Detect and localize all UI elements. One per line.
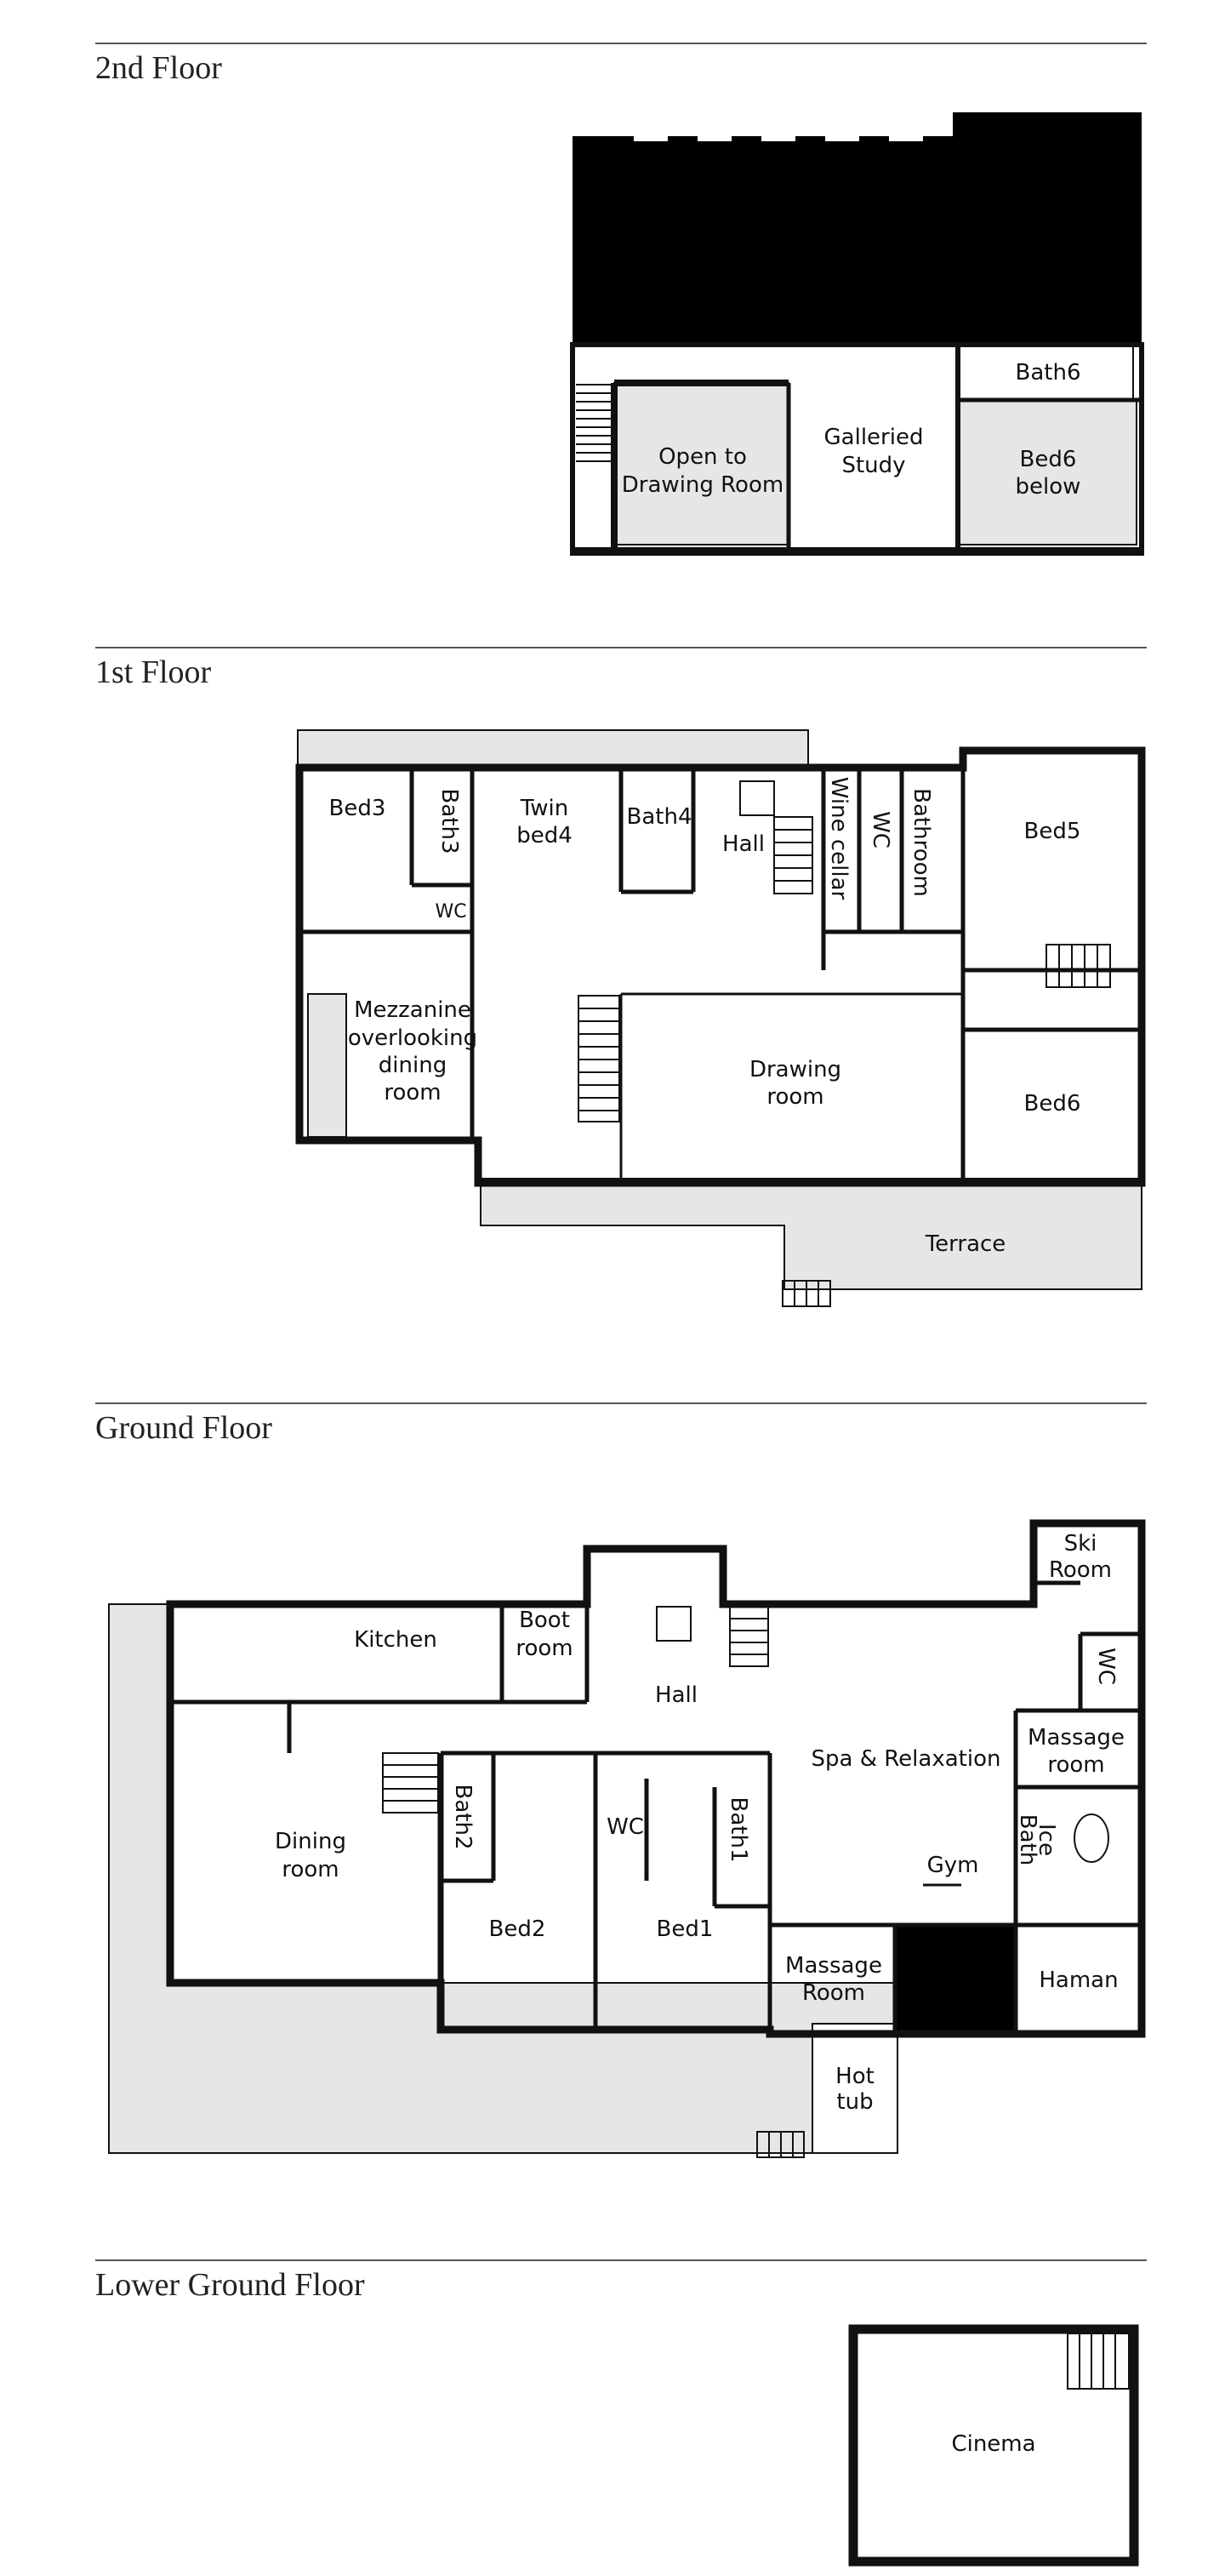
room-label-haman: Haman (1039, 1968, 1118, 1993)
room-label-bed2: Bed2 (489, 1916, 546, 1942)
room-label-bath3: Bath3 (436, 789, 462, 854)
mezzanine-void (307, 993, 347, 1138)
room-label-bed1: Bed1 (657, 1916, 714, 1942)
room-label-boot-line2: room (516, 1636, 573, 1661)
room-label-wc-ground-2: WC (607, 1814, 644, 1840)
divider-first-floor (95, 647, 1147, 648)
first-floor-plan: Bed3 Bath3 Twin bed4 Bath4 Hall Wine cel… (295, 729, 1146, 1307)
room-label-open-to-line1: Open to (658, 444, 747, 470)
first-floor-stairs (578, 780, 1111, 1307)
second-floor-walls (570, 342, 1144, 556)
ground-floor-stairs (382, 1606, 1109, 2158)
room-label-mezzanine-line1: Mezzanine (354, 997, 471, 1023)
room-label-wc-ground: WC (1093, 1648, 1119, 1685)
floor-title-second: 2nd Floor (95, 50, 222, 86)
roof-windows (634, 134, 923, 141)
balcony-strip (297, 729, 809, 768)
room-label-bed6-line1: Bed6 (1020, 447, 1077, 472)
floor-title-ground: Ground Floor (95, 1410, 272, 1446)
room-label-hall-ground: Hall (655, 1682, 698, 1708)
room-label-massage-line2: room (1047, 1752, 1104, 1778)
room-label-spa: Spa & Relaxation (812, 1746, 1001, 1772)
room-label-bed6-first: Bed6 (1024, 1091, 1081, 1117)
room-label-bed3: Bed3 (329, 796, 386, 821)
room-label-wc-small: WC (435, 901, 466, 922)
room-label-twin-line1: Twin (520, 796, 569, 821)
room-label-mezzanine-line2: overlooking (348, 1025, 477, 1051)
gym-equipment-block (895, 1925, 1016, 2034)
first-floor-walls (295, 746, 1146, 1187)
lower-ground-stairs (1067, 2333, 1130, 2390)
open-to-drawing-room-area (613, 382, 789, 545)
divider-lower-ground-floor (95, 2259, 1147, 2261)
floor-title-lower-ground: Lower Ground Floor (95, 2267, 365, 2303)
room-label-bath6: Bath6 (1016, 360, 1081, 386)
lower-ground-floor-plan: Cinema (848, 2324, 1139, 2567)
room-label-ice-line2: Bath (1015, 1814, 1040, 1865)
room-label-open-to-line2: Drawing Room (622, 472, 783, 498)
room-label-massage2-line2: Room (802, 1980, 865, 2006)
room-label-twin-line2: bed4 (516, 823, 573, 848)
room-label-wc-first: WC (868, 811, 893, 848)
divider-ground-floor (95, 1402, 1147, 1404)
room-label-dining-line2: room (282, 1857, 339, 1882)
second-floor-stairs (576, 384, 611, 462)
room-label-hall-first: Hall (722, 831, 765, 857)
bed6-below-area (959, 399, 1137, 545)
room-label-galleried-line1: Galleried (824, 425, 924, 450)
second-floor-plan: Bath6 Open to Drawing Room Galleried Stu… (570, 112, 1144, 556)
room-label-ski-line1: Ski (1064, 1531, 1097, 1556)
room-label-dining-line1: Dining (275, 1829, 346, 1854)
cinema-walls (848, 2324, 1139, 2567)
room-label-ice-line1: Ice (1034, 1824, 1059, 1856)
room-label-ski-line2: Room (1049, 1557, 1112, 1583)
room-label-cinema: Cinema (951, 2431, 1035, 2457)
room-label-drawing-line1: Drawing (749, 1057, 841, 1082)
hot-tub-area (812, 2023, 898, 2154)
room-label-bathroom: Bathroom (909, 788, 934, 897)
room-label-boot-line1: Boot (519, 1608, 570, 1633)
terrace-area (480, 1178, 1142, 1290)
room-label-terrace: Terrace (925, 1231, 1006, 1257)
room-label-bed5: Bed5 (1024, 819, 1081, 844)
divider-second-floor (95, 43, 1147, 44)
room-label-bath2: Bath2 (450, 1785, 476, 1850)
room-label-mezzanine-line3: dining (379, 1053, 447, 1078)
ground-floor-walls (166, 1519, 1146, 2038)
floor-title-first: 1st Floor (95, 654, 212, 690)
room-label-gym: Gym (927, 1853, 979, 1878)
room-label-drawing-line2: room (766, 1084, 823, 1110)
room-label-kitchen: Kitchen (354, 1627, 437, 1653)
room-label-massage2-line1: Massage (785, 1953, 882, 1979)
room-label-massage-line1: Massage (1028, 1725, 1125, 1751)
room-label-hottub-line1: Hot (835, 2064, 875, 2089)
ground-floor-plan: Kitchen Boot room Hall Ski Room WC Massa… (108, 1519, 1146, 2158)
room-label-bath1: Bath1 (726, 1797, 751, 1863)
room-label-hottub-line2: tub (836, 2089, 873, 2115)
room-label-bath4: Bath4 (627, 804, 692, 830)
room-label-wine-cellar: Wine cellar (826, 777, 852, 900)
roof-area (573, 112, 1142, 345)
room-label-bed6-line2: below (1016, 474, 1081, 500)
room-label-mezzanine-line4: room (384, 1080, 441, 1105)
room-label-galleried-line2: Study (841, 453, 905, 478)
